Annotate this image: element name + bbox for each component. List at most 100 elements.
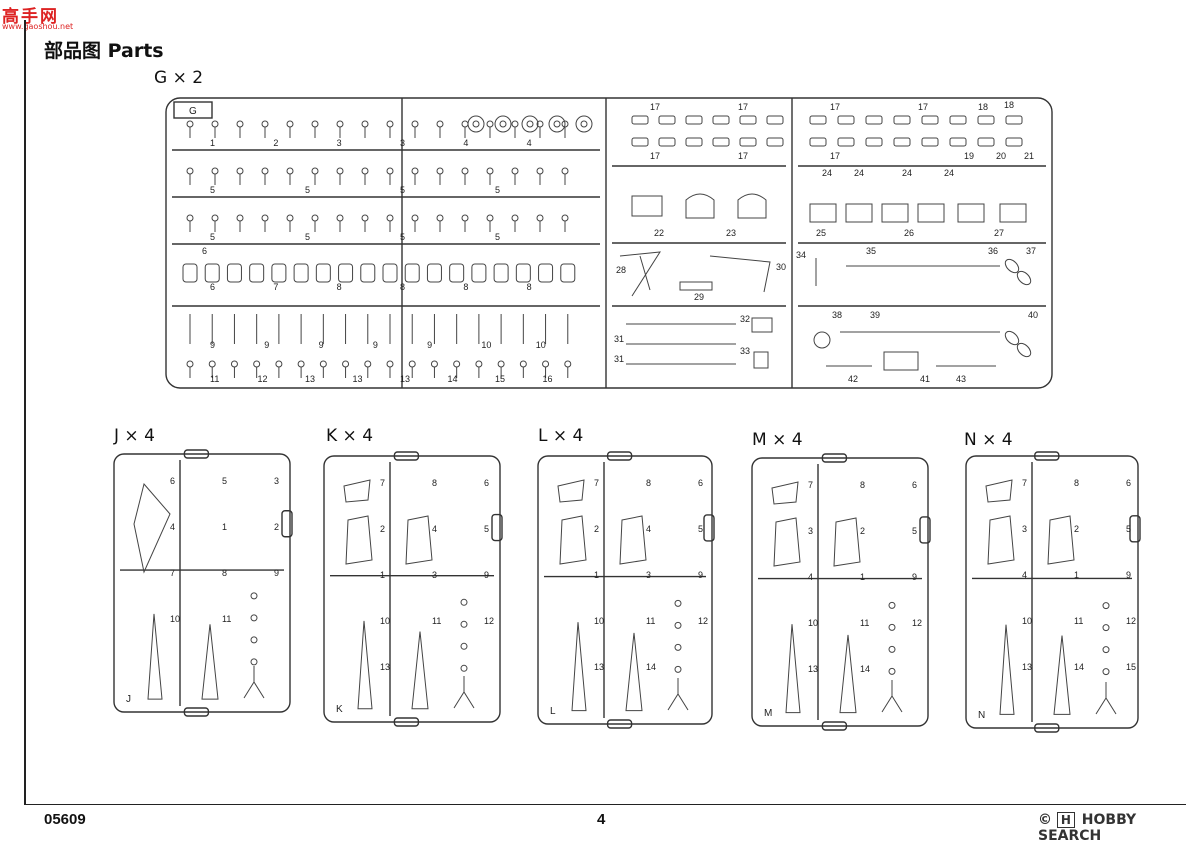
part-number: 21 bbox=[1024, 151, 1034, 161]
part-small bbox=[511, 120, 519, 128]
part-number: 17 bbox=[650, 151, 660, 161]
part-small bbox=[236, 167, 244, 175]
part-small bbox=[888, 667, 896, 675]
part-small bbox=[536, 167, 544, 175]
part-number: 18 bbox=[1004, 100, 1014, 110]
part-track bbox=[837, 115, 855, 125]
part-propeller bbox=[1004, 330, 1020, 346]
part-engine bbox=[471, 263, 487, 283]
brand-mark: © bbox=[1038, 812, 1052, 828]
part-wheel bbox=[575, 115, 593, 133]
part-small bbox=[286, 167, 294, 175]
part-41 bbox=[883, 351, 919, 371]
part-fuselage bbox=[571, 622, 587, 712]
part-engine bbox=[538, 263, 554, 283]
part-wing bbox=[559, 515, 587, 565]
part-number: 11 bbox=[1074, 616, 1083, 626]
part-number: 3 bbox=[337, 138, 342, 148]
part-number: 24 bbox=[822, 168, 832, 178]
part-number: 3 bbox=[274, 476, 279, 486]
part-number: 11 bbox=[860, 618, 869, 628]
part-engine bbox=[315, 263, 331, 283]
part-small bbox=[1102, 668, 1110, 676]
part-number: 2 bbox=[273, 138, 278, 148]
part-small bbox=[261, 214, 269, 222]
part-number: 3 bbox=[1022, 524, 1027, 534]
part-number: 6 bbox=[170, 476, 175, 486]
part-number: 9 bbox=[319, 340, 324, 350]
part-number: 1 bbox=[1074, 570, 1079, 580]
part-number: 35 bbox=[866, 246, 876, 256]
part-number: 4 bbox=[432, 524, 437, 534]
part-number: 1 bbox=[222, 522, 227, 532]
part-number: 27 bbox=[994, 228, 1004, 238]
part-track bbox=[739, 137, 757, 147]
small-sprue-tab bbox=[183, 707, 210, 717]
part-number: 5 bbox=[484, 524, 489, 534]
part-small bbox=[361, 214, 369, 222]
small-sprue-outline bbox=[323, 455, 501, 723]
part-number: 31 bbox=[614, 354, 624, 364]
part-small bbox=[461, 120, 469, 128]
part-small bbox=[486, 167, 494, 175]
part-track bbox=[658, 137, 676, 147]
part-number: 6 bbox=[210, 282, 215, 292]
part-number: 19 bbox=[964, 151, 974, 161]
part-crane bbox=[709, 255, 771, 293]
part-number: 10 bbox=[594, 616, 604, 626]
part-number: 7 bbox=[808, 480, 813, 490]
part-engine bbox=[293, 263, 309, 283]
part-number: 24 bbox=[944, 168, 954, 178]
part-track bbox=[1005, 115, 1023, 125]
part-small bbox=[208, 360, 216, 368]
part-small bbox=[311, 120, 319, 128]
part-33 bbox=[753, 351, 769, 369]
part-small bbox=[461, 167, 469, 175]
part-wing bbox=[833, 517, 861, 567]
part-small bbox=[261, 167, 269, 175]
part-number: 41 bbox=[920, 374, 930, 384]
part-track bbox=[739, 115, 757, 125]
part-track bbox=[893, 115, 911, 125]
part-small bbox=[253, 360, 261, 368]
part-number: 30 bbox=[776, 262, 786, 272]
part-small bbox=[674, 665, 682, 673]
small-sprue-letter: J bbox=[126, 694, 131, 705]
part-panel bbox=[999, 203, 1027, 223]
part-aircraft bbox=[133, 482, 171, 574]
part-wing bbox=[405, 515, 433, 565]
small-sprue-tab bbox=[491, 513, 503, 542]
sprue-g-frame bbox=[165, 97, 1053, 389]
part-track bbox=[712, 137, 730, 147]
part-number: 9 bbox=[427, 340, 432, 350]
part-small bbox=[460, 598, 468, 606]
part-number: 23 bbox=[726, 228, 736, 238]
part-number: 3 bbox=[808, 526, 813, 536]
part-small bbox=[461, 214, 469, 222]
part-small bbox=[336, 214, 344, 222]
part-number: 28 bbox=[616, 265, 626, 275]
part-number: 12 bbox=[912, 618, 922, 628]
part-number: 42 bbox=[848, 374, 858, 384]
part-engine bbox=[182, 263, 198, 283]
part-number: 5 bbox=[400, 185, 405, 195]
part-number: 4 bbox=[808, 572, 813, 582]
part-number: 12 bbox=[698, 616, 708, 626]
part-small bbox=[436, 120, 444, 128]
part-small bbox=[342, 360, 350, 368]
part-track bbox=[809, 137, 827, 147]
part-small bbox=[361, 167, 369, 175]
part-small bbox=[460, 642, 468, 650]
part-fuselage bbox=[999, 624, 1015, 715]
part-wing bbox=[1047, 515, 1075, 565]
part-small bbox=[386, 214, 394, 222]
small-sprue-tab bbox=[183, 449, 210, 459]
part-wing bbox=[345, 515, 373, 565]
part-small bbox=[674, 643, 682, 651]
small-sprue-tab bbox=[393, 451, 420, 461]
part-number: 10 bbox=[1022, 616, 1032, 626]
part-number: 5 bbox=[495, 185, 500, 195]
part-propeller bbox=[1004, 258, 1020, 274]
small-sprue-tab bbox=[606, 719, 633, 729]
part-panel bbox=[957, 203, 985, 223]
